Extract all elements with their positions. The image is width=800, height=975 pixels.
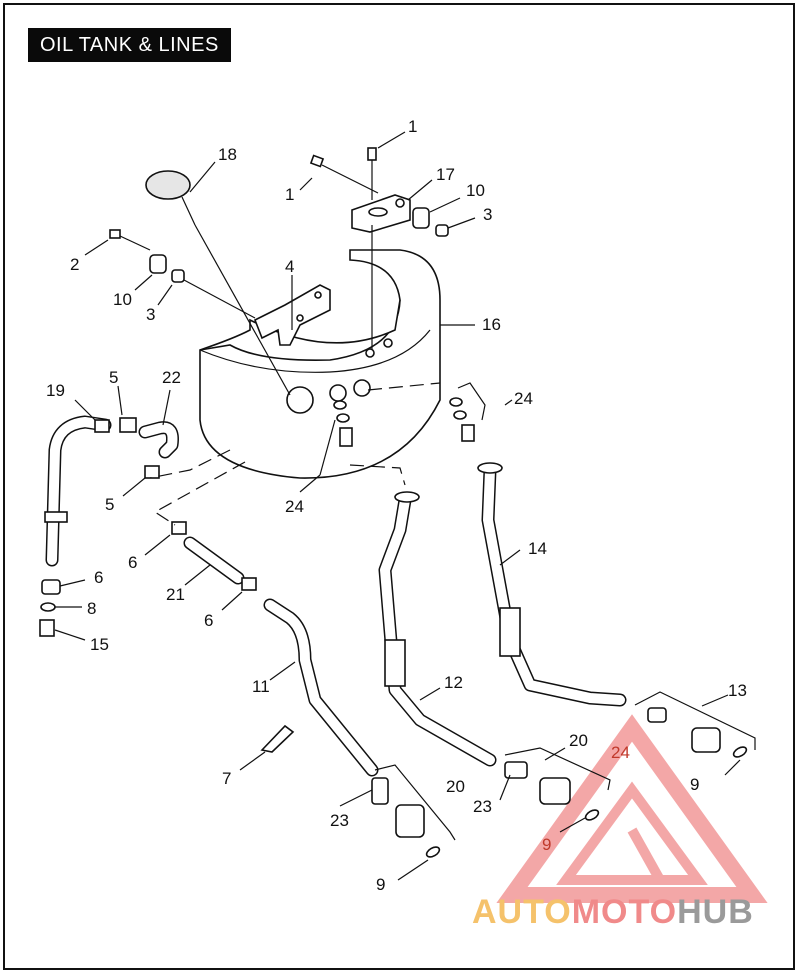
label-21: 21 [166,585,185,604]
o-rings-24 [333,397,475,447]
dipstick-cap [145,170,291,396]
label-5: 5 [109,368,118,387]
dashed-leaders [149,382,441,526]
label-9: 9 [376,875,385,894]
diagram-frame [3,3,795,970]
watermark-part-auto: AUTO [472,893,572,931]
bolt-left [309,154,379,194]
label-3: 3 [483,205,492,224]
label-16: 16 [482,315,501,334]
label-8: 8 [87,599,96,618]
hose-22 [119,417,179,479]
label-24: 24 [285,497,304,516]
label-12: 12 [444,673,463,692]
label-19: 19 [46,381,65,400]
label-1: 1 [408,117,417,136]
label-6: 6 [128,553,137,572]
oil-tank [199,249,441,479]
bracket-leaders [319,382,756,841]
fitting-set-3 [647,707,748,758]
label-22: 22 [162,368,181,387]
fitting-set-2 [504,761,600,821]
line-14 [477,462,627,707]
label-6: 6 [94,568,103,587]
label-20: 20 [569,731,588,750]
label-9: 9 [542,835,551,854]
label-4: 4 [285,257,294,276]
hose-19 [44,415,112,567]
label-15: 15 [90,635,109,654]
line-12 [378,491,497,767]
hose-21 [171,521,257,591]
bolt-top [367,147,377,200]
label-leaders [54,131,741,881]
label-17: 17 [436,165,455,184]
watermark-text: AUTOMOTOHUB [472,893,754,932]
clip-7 [260,724,295,753]
label-23: 23 [473,797,492,816]
watermark-part-moto: MOTO [571,893,678,931]
watermark-logo [496,714,768,903]
label-7: 7 [222,769,231,788]
label-5: 5 [105,495,114,514]
label-2: 2 [70,255,79,274]
label-18: 18 [218,145,237,164]
label-10: 10 [113,290,132,309]
drain-parts [39,579,61,637]
part-labels: 1 1 17 10 3 18 2 10 3 4 16 19 5 22 24 5 … [46,117,747,894]
label-13: 13 [728,681,747,700]
line-11 [263,598,379,777]
mount-bracket [351,194,411,350]
label-3: 3 [146,305,155,324]
label-10: 10 [466,181,485,200]
label-9: 9 [690,775,699,794]
fitting-set-1 [371,777,441,858]
label-23: 23 [330,811,349,830]
label-20: 20 [446,777,465,796]
label-24: 24 [611,743,630,762]
diagram-title: OIL TANK & LINES [28,28,231,62]
label-6: 6 [204,611,213,630]
grommet-right [412,207,449,237]
label-24: 24 [514,389,533,408]
label-14: 14 [528,539,547,558]
label-1: 1 [285,185,294,204]
label-11: 11 [252,677,270,696]
watermark-part-hub: HUB [677,893,754,931]
